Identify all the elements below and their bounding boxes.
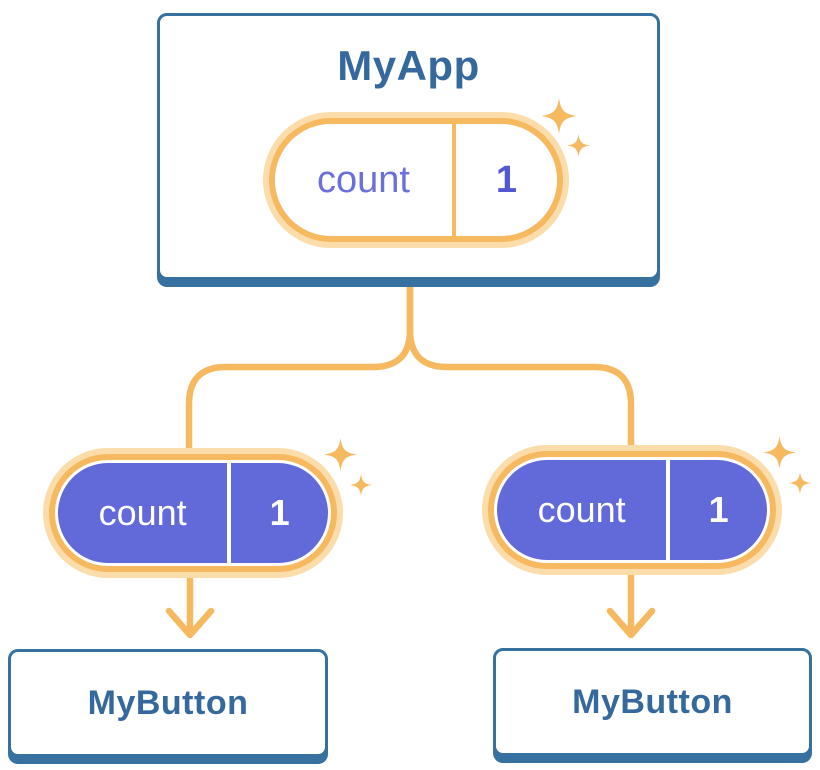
branch-left-line — [185, 280, 414, 466]
state-pill: count 1 — [263, 112, 569, 248]
prop-pill-value: 1 — [708, 489, 729, 530]
sparkle-icon — [324, 438, 384, 508]
sparkle-icon — [763, 436, 820, 506]
pill-divider — [227, 463, 232, 563]
sparkle-icon — [541, 98, 601, 168]
leaf-component-title: MyButton — [87, 683, 249, 722]
branch-right-line — [406, 280, 635, 466]
pill-divider — [451, 124, 456, 236]
leaf-component-card-right: MyButton — [493, 648, 812, 756]
arrow-down-icon — [165, 572, 215, 639]
prop-pill-right: count 1 — [482, 445, 782, 575]
prop-pill-label: count — [98, 492, 187, 533]
leaf-component-title: MyButton — [572, 682, 733, 721]
prop-pill-label: count — [537, 489, 626, 530]
prop-pill-value: 1 — [269, 492, 290, 533]
pill-divider — [666, 460, 671, 560]
state-pill-label: count — [316, 158, 410, 201]
leaf-component-card-left: MyButton — [8, 649, 328, 757]
state-pill-value: 1 — [495, 158, 518, 201]
prop-pill-left: count 1 — [43, 448, 343, 578]
arrow-down-icon — [606, 570, 656, 639]
root-component-title: MyApp — [337, 42, 480, 89]
